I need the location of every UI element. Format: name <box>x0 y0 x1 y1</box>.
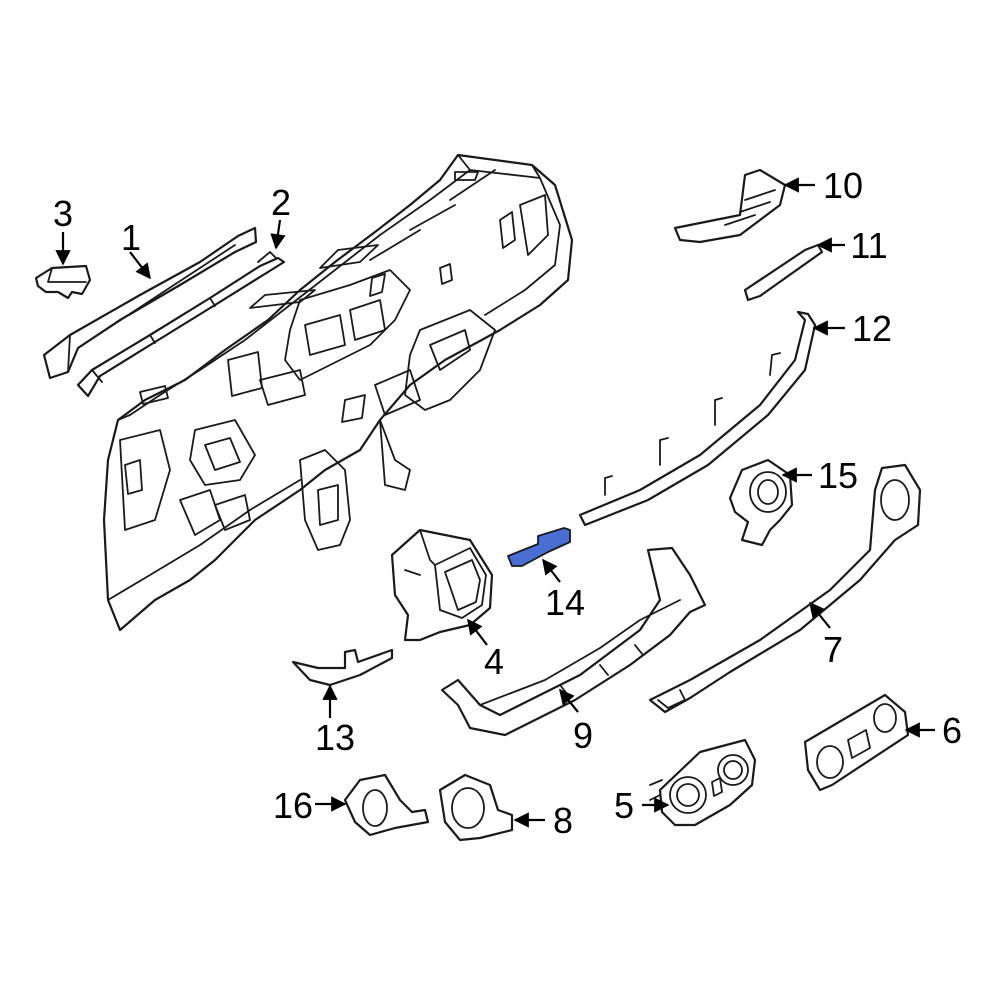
callout-8: 8 <box>553 800 573 841</box>
callout-14: 14 <box>545 582 585 623</box>
callout-16: 16 <box>273 785 313 826</box>
part-14-bracket-highlighted <box>507 527 571 567</box>
callout-9: 9 <box>573 715 593 756</box>
part-11-strip <box>743 243 824 302</box>
callout-11: 11 <box>850 225 887 266</box>
callout-10: 10 <box>823 165 863 206</box>
part-7-long-trim <box>648 463 922 714</box>
leader-1 <box>129 251 151 280</box>
leader-7 <box>809 601 831 629</box>
leader-2 <box>270 219 286 250</box>
leader-lines <box>55 177 935 828</box>
part-12-curved-strip <box>578 310 817 527</box>
part-8-bezel <box>438 773 514 842</box>
callout-2: 2 <box>271 182 291 223</box>
callout-12: 12 <box>852 308 892 349</box>
leader-9 <box>559 688 579 713</box>
part-15-knob-housing <box>728 458 794 547</box>
callout-1: 1 <box>121 217 141 258</box>
leader-14 <box>542 558 561 583</box>
callout-3: 3 <box>53 193 73 234</box>
callout-6: 6 <box>942 710 962 751</box>
part-16-small-housing <box>343 773 430 837</box>
part-4-cluster-housing <box>390 528 494 642</box>
callout-5: 5 <box>614 785 634 826</box>
part-2-clip-strip <box>76 251 286 398</box>
callout-labels: 1 2 3 4 5 6 7 8 9 10 11 12 13 14 15 16 <box>53 165 962 841</box>
leader-4 <box>467 618 488 646</box>
part-6-switch-bezel <box>803 693 910 792</box>
callout-4: 4 <box>484 641 504 682</box>
part-10-bracket <box>673 168 787 244</box>
part-13-small-bracket <box>291 648 394 687</box>
part-5-vent-assembly <box>649 738 757 827</box>
part-1-top-pad <box>42 226 258 380</box>
callout-7: 7 <box>823 629 843 670</box>
callout-15: 15 <box>818 455 858 496</box>
part-3-cap <box>34 264 92 300</box>
instrument-panel-part <box>102 153 574 632</box>
callout-13: 13 <box>315 717 355 758</box>
